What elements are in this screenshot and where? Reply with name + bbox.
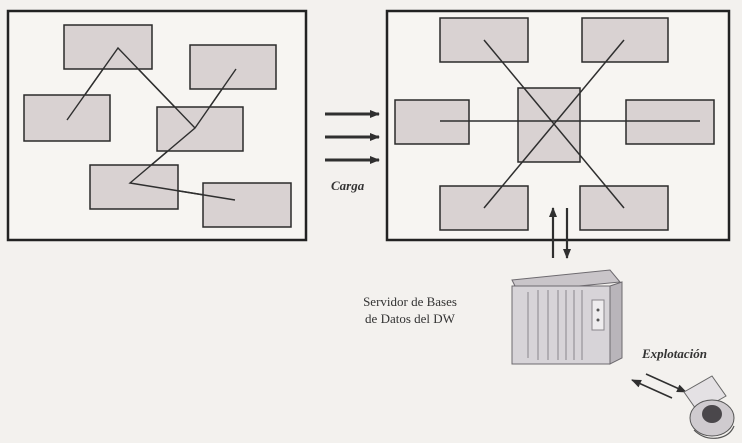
dw-box-mid-left xyxy=(395,100,469,144)
dw-box-center xyxy=(518,88,580,162)
source-box-5 xyxy=(90,165,178,209)
dw-box-mid-right xyxy=(626,100,714,144)
source-box-3 xyxy=(24,95,110,141)
user-laptop-icon xyxy=(684,376,734,438)
explotacion-label: Explotación xyxy=(642,346,707,362)
source-box-6 xyxy=(203,183,291,227)
source-box-2 xyxy=(190,45,276,89)
server-caption-line1: Servidor de Bases xyxy=(340,294,480,310)
carga-label: Carga xyxy=(331,178,364,194)
server-caption-line2: de Datos del DW xyxy=(340,311,480,327)
server-icon xyxy=(512,270,622,364)
load-arrows xyxy=(325,114,379,160)
explotacion-arrows xyxy=(632,374,686,398)
dw-box-top-right xyxy=(582,18,668,62)
source-box-4 xyxy=(157,107,243,151)
